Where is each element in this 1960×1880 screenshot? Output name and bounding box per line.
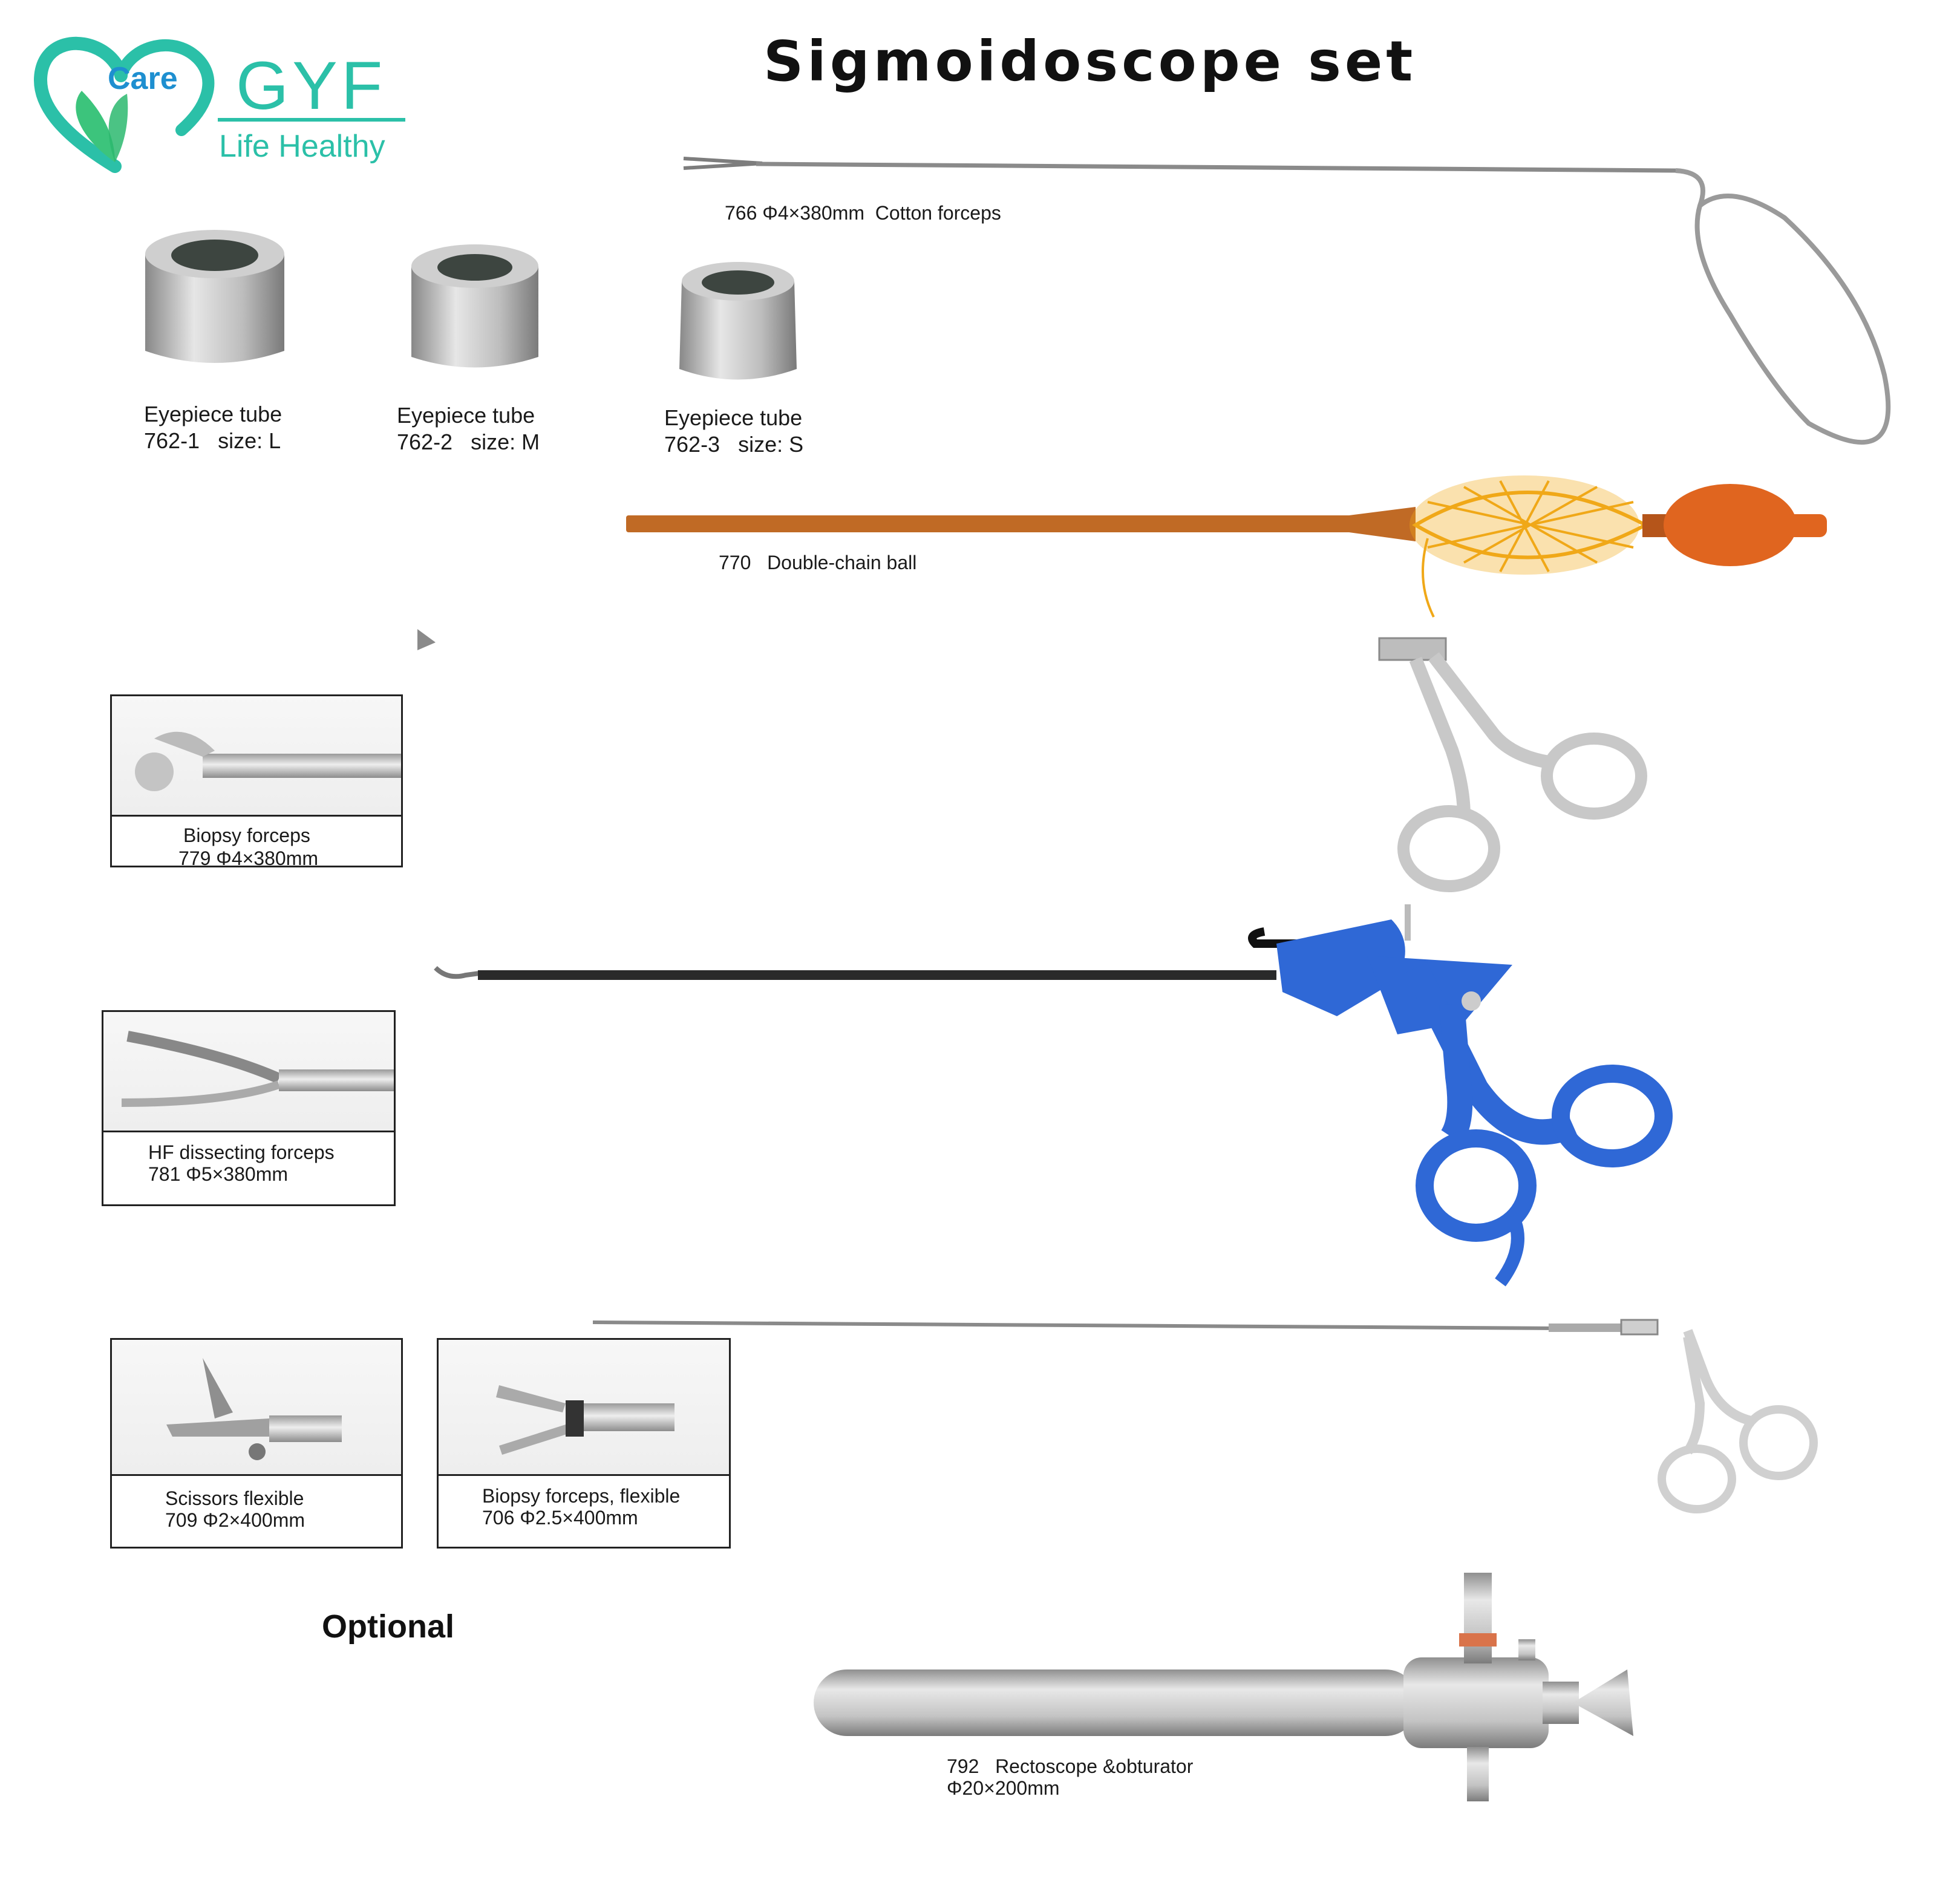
eyepiece-3-name: Eyepiece tube	[664, 405, 803, 430]
scissors-tip-image	[166, 1358, 342, 1460]
page-title: Sigmoidoscope set	[763, 29, 1417, 94]
eyepiece-tube-image	[411, 244, 538, 368]
eyepiece-1-code: 762-1	[144, 428, 200, 453]
biopsy-forceps-caption: Biopsy forceps 779 Φ4×380mm	[112, 815, 401, 869]
hf-dissecting-detail-image	[103, 1012, 394, 1132]
eyepiece-3-spec: 762-3 size: S	[664, 431, 803, 458]
eyepiece-1-size: L	[269, 428, 281, 453]
scissors-name: Scissors flexible	[165, 1487, 304, 1509]
biopsy-flexible-detail-image	[439, 1340, 729, 1476]
biopsy-flexible-name: Biopsy forceps, flexible	[482, 1485, 681, 1507]
double-chain-ball-name: Double-chain ball	[767, 552, 917, 573]
heart-leaf-icon	[34, 36, 405, 173]
cotton-forceps-spec: 766 Φ4×380mm	[725, 202, 864, 224]
eyepiece-1-spec: 762-1 size: L	[144, 427, 281, 454]
biopsy-forceps-detail-box: Biopsy forceps 779 Φ4×380mm	[110, 694, 403, 869]
rectoscope-code: 792	[947, 1755, 979, 1777]
double-chain-ball-label: 770 Double-chain ball	[719, 550, 916, 575]
biopsy-forceps-name: Biopsy forceps	[183, 824, 310, 846]
rectoscope-name: Rectoscope &obturator	[995, 1755, 1194, 1777]
flexible-forceps-drawing	[592, 1319, 1818, 1513]
eyepiece-tube-large	[139, 218, 290, 375]
biopsy-flexible-spec: 706 Φ2.5×400mm	[482, 1507, 638, 1529]
rectoscope-drawing	[814, 1573, 1633, 1801]
biopsy-flexible-tip-image	[496, 1385, 675, 1455]
biopsy-flexible-caption: Biopsy forceps, flexible 706 Φ2.5×400mm	[439, 1474, 729, 1547]
eyepiece-1-size-label: size:	[218, 428, 263, 453]
eyepiece-tube-small	[675, 251, 802, 390]
hf-dissecting-detail-box: HF dissecting forceps 781 Φ5×380mm	[102, 1010, 396, 1206]
scissors-caption: Scissors flexible 709 Φ2×400mm	[112, 1474, 401, 1547]
scissors-spec: 709 Φ2×400mm	[165, 1509, 305, 1531]
brand-logo: Care GYF Life Healthy	[24, 18, 411, 175]
rectoscope-label: 792 Rectoscope &obturator	[947, 1754, 1193, 1778]
cotton-forceps-name: Cotton forceps	[875, 202, 1001, 224]
eyepiece-3-code: 762-3	[664, 432, 720, 457]
eyepiece-2-size: M	[521, 429, 540, 454]
logo-care-text: Care	[108, 61, 178, 96]
biopsy-forceps-spec: 779 Φ4×380mm	[178, 847, 318, 869]
eyepiece-1-name: Eyepiece tube	[144, 402, 283, 426]
optional-label: Optional	[322, 1608, 454, 1645]
biopsy-forceps-detail-image	[112, 696, 401, 817]
double-chain-ball-drawing	[626, 475, 1827, 618]
scissors-detail-image	[112, 1340, 401, 1476]
scissors-detail-box: Scissors flexible 709 Φ2×400mm	[110, 1338, 403, 1549]
eyepiece-3-size-label: size:	[738, 432, 783, 457]
hf-dissecting-caption: HF dissecting forceps 781 Φ5×380mm	[103, 1131, 394, 1204]
eyepiece-2-spec: 762-2 size: M	[397, 428, 540, 455]
logo-tagline: Life Healthy	[219, 129, 385, 164]
eyepiece-tube-medium	[405, 233, 544, 378]
eyepiece-tube-image	[145, 230, 284, 363]
hf-dissecting-forceps-drawing	[434, 904, 1673, 1287]
biopsy-forceps-drawing	[417, 629, 1647, 892]
eyepiece-tube-image	[679, 262, 797, 380]
double-chain-ball-code: 770	[719, 552, 751, 573]
biopsy-forceps-tip-image	[135, 731, 401, 791]
hf-dissecting-tip-image	[121, 1031, 394, 1107]
logo-brand-text: GYF	[236, 48, 387, 123]
hf-dissecting-spec: 781 Φ5×380mm	[148, 1163, 288, 1185]
eyepiece-2-size-label: size:	[471, 429, 516, 454]
biopsy-flexible-detail-box: Biopsy forceps, flexible 706 Φ2.5×400mm	[437, 1338, 731, 1549]
eyepiece-3-size: S	[789, 432, 804, 457]
cotton-forceps-label: 766 Φ4×380mm Cotton forceps	[725, 201, 1001, 225]
hf-dissecting-name: HF dissecting forceps	[148, 1141, 335, 1163]
rectoscope-size: Φ20×200mm	[947, 1777, 1060, 1799]
eyepiece-2-code: 762-2	[397, 429, 453, 454]
eyepiece-2-name: Eyepiece tube	[397, 403, 535, 428]
